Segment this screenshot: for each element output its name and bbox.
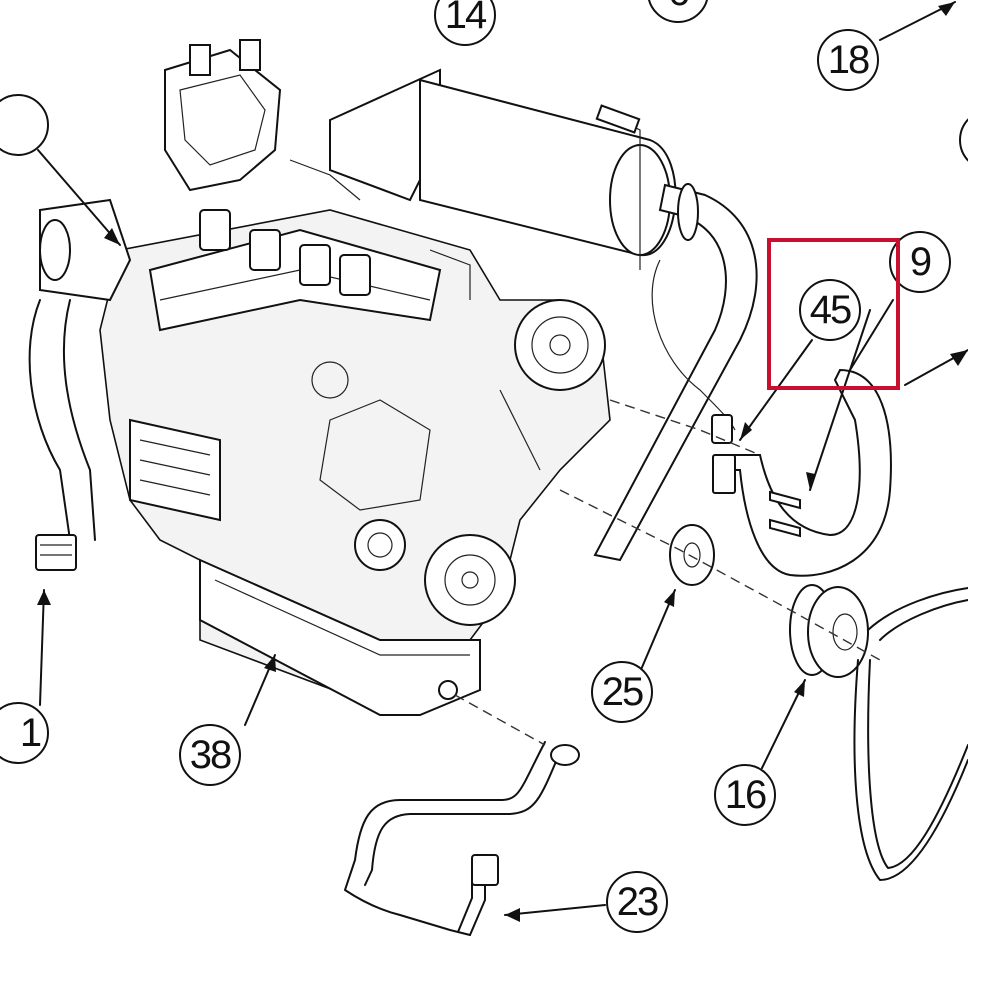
- callout-1: 1: [0, 702, 49, 764]
- muffler-assembly: [329, 68, 758, 562]
- right-edge-mask: [968, 0, 1000, 1000]
- callout-9: 9: [889, 231, 951, 293]
- callout-23: 23: [606, 871, 668, 933]
- drive-belt: [853, 587, 969, 881]
- alignment-lines: [454, 399, 881, 746]
- callout-1-label: 1: [20, 711, 41, 755]
- callout-25: 25: [591, 661, 653, 723]
- callout-partial-left: [0, 94, 49, 156]
- coolant-hose: [344, 741, 580, 936]
- callout-45: 45: [799, 279, 861, 341]
- callout-9-label: 9: [910, 240, 931, 284]
- callout-38: 38: [179, 724, 241, 786]
- callout-6-label: 6: [668, 0, 689, 14]
- callout-6: 6: [648, 0, 708, 23]
- callout-16-label: 16: [725, 773, 766, 817]
- callout-14-label: 14: [445, 0, 487, 37]
- callout-18: 18: [817, 29, 879, 91]
- callout-18-label: 18: [828, 38, 869, 82]
- callout-23-label: 23: [617, 880, 658, 924]
- callout-25-label: 25: [602, 670, 643, 714]
- engine-assembly: [28, 39, 611, 716]
- bracket-assembly: [712, 368, 892, 577]
- callout-16: 16: [714, 764, 776, 826]
- callout-14: 14: [434, 0, 496, 46]
- washer-part: [669, 524, 715, 586]
- highlight-box: [767, 238, 900, 390]
- callout-38-label: 38: [190, 733, 231, 777]
- pulley-part: [789, 584, 869, 678]
- callout-45-label: 45: [810, 288, 851, 332]
- arrowheads: [37, 2, 968, 922]
